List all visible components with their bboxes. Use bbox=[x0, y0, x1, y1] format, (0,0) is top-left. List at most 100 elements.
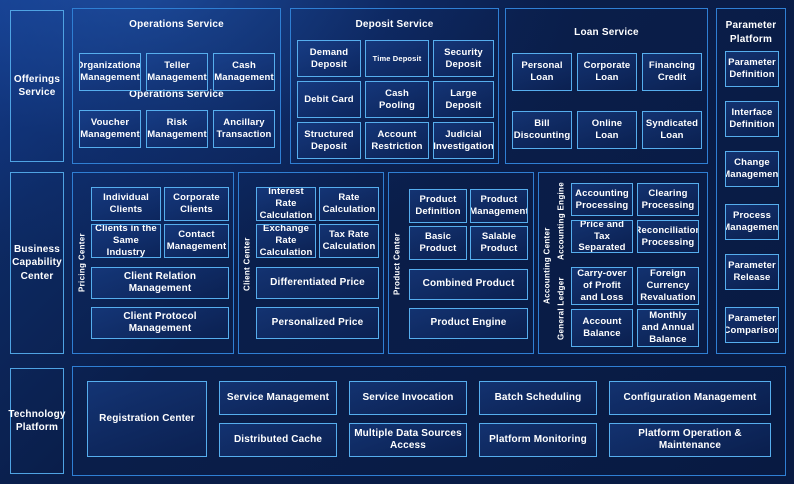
cell-foreign-currency-revaluation[interactable]: Foreign Currency Revaluation bbox=[637, 267, 699, 305]
cell-label: Product Management bbox=[470, 194, 528, 217]
cell-monthly-annual-balance[interactable]: Monthly and Annual Balance bbox=[637, 309, 699, 347]
cell-change-management[interactable]: Change Management bbox=[725, 151, 779, 187]
rail-offerings-service[interactable]: Offerings Service bbox=[10, 10, 64, 162]
cell-label: Basic Product bbox=[419, 231, 457, 254]
rail-business-capability-center-label: Business Capability Center bbox=[12, 243, 62, 282]
cell-large-deposit[interactable]: Large Deposit bbox=[433, 81, 494, 118]
cell-batch-scheduling[interactable]: Batch Scheduling bbox=[479, 381, 597, 415]
cell-product-definition[interactable]: Product Definition bbox=[409, 189, 467, 223]
cell-risk-management[interactable]: Risk Management bbox=[146, 110, 208, 148]
vlabel-accounting-engine: Accounting Engine bbox=[556, 182, 566, 260]
cell-online-loan[interactable]: Online Loan bbox=[577, 111, 637, 149]
group-loan-service-title: Loan Service bbox=[574, 27, 639, 38]
cell-corporate-clients[interactable]: Corporate Clients bbox=[164, 187, 229, 221]
cell-price-and-tax-separated[interactable]: Price and Tax Separated bbox=[571, 220, 633, 253]
cell-registration-center[interactable]: Registration Center bbox=[87, 381, 207, 457]
cell-security-deposit[interactable]: Security Deposit bbox=[433, 40, 494, 77]
cell-client-relation-management[interactable]: Client Relation Management bbox=[91, 267, 229, 299]
cell-exchange-rate-calculation[interactable]: Exchange Rate Calculation bbox=[256, 224, 316, 258]
cell-contact-management[interactable]: Contact Management bbox=[164, 224, 229, 258]
cell-personalized-price[interactable]: Personalized Price bbox=[256, 307, 379, 339]
cell-account-restriction[interactable]: Account Restriction bbox=[365, 122, 429, 159]
cell-rate-calculation[interactable]: Rate Calculation bbox=[319, 187, 379, 221]
cell-platform-operation-maintenance[interactable]: Platform Operation & Maintenance bbox=[609, 423, 771, 457]
cell-client-protocol-management[interactable]: Client Protocol Management bbox=[91, 307, 229, 339]
cell-label: Cash Management bbox=[214, 60, 274, 83]
cell-label: Parameter Definition bbox=[728, 57, 776, 80]
cell-label: Carry-over of Profit and Loss bbox=[577, 268, 627, 303]
cell-parameter-definition[interactable]: Parameter Definition bbox=[725, 51, 779, 87]
cell-service-management[interactable]: Service Management bbox=[219, 381, 337, 415]
cell-label: Clients in the Same Industry bbox=[95, 224, 157, 258]
rail-technology-platform[interactable]: Technology Platform bbox=[8, 368, 66, 474]
cell-ancillary-transaction[interactable]: Ancillary Transaction bbox=[213, 110, 275, 148]
cell-account-balance[interactable]: Account Balance bbox=[571, 309, 633, 347]
cell-parameter-release[interactable]: Parameter Release bbox=[725, 254, 779, 290]
group-accounting-center: Accounting Center Accounting Engine Acco… bbox=[538, 172, 708, 354]
parameter-platform-title: Parameter Platform bbox=[725, 20, 777, 45]
cell-combined-product[interactable]: Combined Product bbox=[409, 269, 528, 300]
cell-label: Personalized Price bbox=[271, 316, 364, 328]
cell-label: Risk Management bbox=[147, 117, 207, 140]
cell-label: Process Management bbox=[725, 210, 779, 233]
cell-label: Online Loan bbox=[591, 118, 623, 141]
cell-tax-rate-calculation[interactable]: Tax Rate Calculation bbox=[319, 224, 379, 258]
cell-parameter-comparison[interactable]: Parameter Comparison bbox=[725, 307, 779, 343]
cell-corporate-loan[interactable]: Corporate Loan bbox=[577, 53, 637, 91]
cell-personal-loan[interactable]: Personal Loan bbox=[512, 53, 572, 91]
cell-demand-deposit[interactable]: Demand Deposit bbox=[297, 40, 361, 77]
cell-label: Registration Center bbox=[99, 412, 195, 424]
cell-configuration-management[interactable]: Configuration Management bbox=[609, 381, 771, 415]
cell-time-deposit[interactable]: Time Deposit bbox=[365, 40, 429, 77]
cell-financing-credit[interactable]: Financing Credit bbox=[642, 53, 702, 91]
cell-label: Exchange Rate Calculation bbox=[259, 224, 313, 258]
cell-multiple-data-sources-access[interactable]: Multiple Data Sources Access bbox=[349, 423, 467, 457]
cell-teller-management[interactable]: Teller Management bbox=[146, 53, 208, 91]
group-product-center: Product Center Product Definition Produc… bbox=[388, 172, 534, 354]
cell-clients-same-industry[interactable]: Clients in the Same Industry bbox=[91, 224, 161, 258]
cell-label: Voucher Management bbox=[80, 117, 140, 140]
cell-distributed-cache[interactable]: Distributed Cache bbox=[219, 423, 337, 457]
cell-label: Syndicated Loan bbox=[645, 118, 699, 141]
cell-debit-card[interactable]: Debit Card bbox=[297, 81, 361, 118]
cell-label: Tax Rate Calculation bbox=[322, 229, 376, 252]
cell-carry-over-profit-loss[interactable]: Carry-over of Profit and Loss bbox=[571, 267, 633, 305]
rail-technology-platform-label: Technology Platform bbox=[8, 408, 66, 434]
cell-label: Service Invocation bbox=[362, 391, 454, 403]
cell-label: Combined Product bbox=[422, 278, 515, 290]
cell-clearing-processing[interactable]: Clearing Processing bbox=[637, 183, 699, 216]
cell-organizational-management[interactable]: Organizational Management bbox=[79, 53, 141, 91]
cell-cash-management[interactable]: Cash Management bbox=[213, 53, 275, 91]
cell-product-engine[interactable]: Product Engine bbox=[409, 308, 528, 339]
cell-label: Platform Operation & Maintenance bbox=[638, 427, 742, 452]
cell-salable-product[interactable]: Salable Product bbox=[470, 226, 528, 260]
cell-voucher-management[interactable]: Voucher Management bbox=[79, 110, 141, 148]
cell-service-invocation[interactable]: Service Invocation bbox=[349, 381, 467, 415]
cell-differentiated-price[interactable]: Differentiated Price bbox=[256, 267, 379, 299]
cell-basic-product[interactable]: Basic Product bbox=[409, 226, 467, 260]
rail-business-capability-center[interactable]: Business Capability Center bbox=[10, 172, 64, 354]
cell-product-management[interactable]: Product Management bbox=[470, 189, 528, 223]
cell-label: Salable Product bbox=[480, 231, 518, 254]
cell-interface-definition[interactable]: Interface Definition bbox=[725, 101, 779, 137]
cell-platform-monitoring[interactable]: Platform Monitoring bbox=[479, 423, 597, 457]
cell-label: Parameter Release bbox=[728, 260, 776, 283]
cell-process-management[interactable]: Process Management bbox=[725, 204, 779, 240]
cell-label: Interface Definition bbox=[729, 107, 775, 130]
cell-syndicated-loan[interactable]: Syndicated Loan bbox=[642, 111, 702, 149]
cell-accounting-processing[interactable]: Accounting Processing bbox=[571, 183, 633, 216]
vlabel-general-ledger: General Ledger bbox=[556, 277, 566, 341]
cell-label: Clearing Processing bbox=[641, 187, 695, 211]
cell-label: Monthly and Annual Balance bbox=[641, 310, 695, 345]
cell-judicial-investigation[interactable]: Judicial Investigation bbox=[433, 122, 494, 159]
cell-reconciliation-processing[interactable]: Reconciliation Processing bbox=[637, 220, 699, 253]
cell-interest-rate-calculation[interactable]: Interest Rate Calculation bbox=[256, 187, 316, 221]
cell-structured-deposit[interactable]: Structured Deposit bbox=[297, 122, 361, 159]
cell-label: Product Definition bbox=[415, 194, 461, 217]
cell-label: Cash Pooling bbox=[379, 87, 415, 111]
cell-cash-pooling[interactable]: Cash Pooling bbox=[365, 81, 429, 118]
cell-bill-discounting[interactable]: Bill Discounting bbox=[512, 111, 572, 149]
cell-individual-clients[interactable]: Individual Clients bbox=[91, 187, 161, 221]
cell-label: Distributed Cache bbox=[233, 433, 323, 445]
cell-label: Client Protocol Management bbox=[123, 310, 197, 335]
